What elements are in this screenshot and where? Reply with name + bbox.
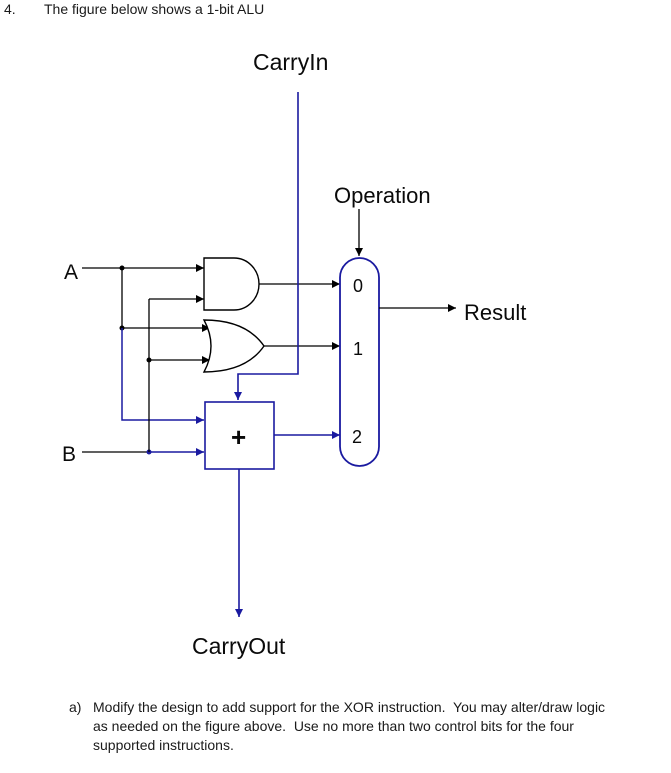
mux-input-1: 1	[353, 339, 363, 359]
and-gate	[203, 257, 260, 311]
question-text: The figure below shows a 1-bit ALU	[44, 1, 265, 17]
input-b-label: B	[62, 443, 76, 466]
mux-input-2: 2	[352, 427, 362, 447]
input-a-label: A	[64, 261, 78, 284]
operation-label: Operation	[334, 183, 431, 208]
adder-symbol: +	[231, 422, 246, 452]
result-label: Result	[464, 300, 526, 325]
subquestion-marker: a)	[69, 699, 82, 715]
wire-carry-in	[234, 92, 299, 400]
multiplexer	[339, 257, 380, 467]
subquestion-line-2: as needed on the figure above. Use no mo…	[93, 718, 574, 734]
question-number: 4.	[4, 1, 16, 17]
carry-out-label: CarryOut	[192, 633, 286, 659]
or-gate	[202, 319, 265, 373]
carry-in-label: CarryIn	[253, 49, 328, 75]
wire-a-to-adder	[121, 328, 204, 424]
mux-input-0: 0	[353, 276, 363, 296]
subquestion-line-1: Modify the design to add support for the…	[93, 699, 606, 715]
subquestion-line-3: supported instructions.	[93, 737, 234, 753]
